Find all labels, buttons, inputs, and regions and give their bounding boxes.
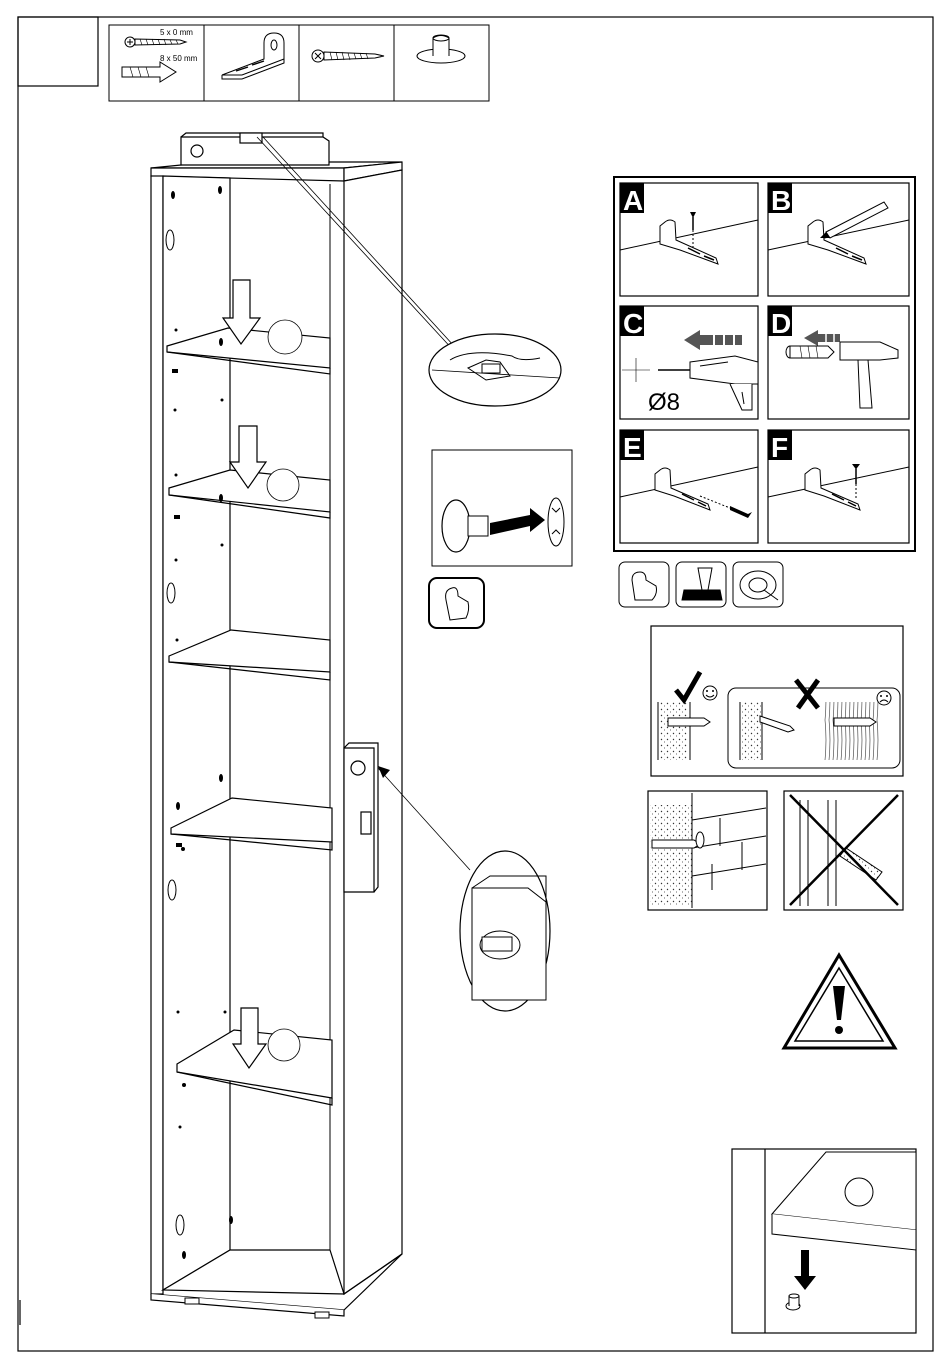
peg-marker-3 [268,1029,300,1061]
bracket-icon [222,33,284,79]
drill-size-label: Ø8 [648,389,680,416]
warning-triangle-icon [784,955,895,1048]
step-D: D [768,306,909,419]
cabinet-right-side [344,170,402,1294]
screw-icon [125,37,186,47]
happy-face-icon [703,686,717,700]
peg-icon [417,35,465,63]
step-A: A [620,183,758,296]
level-detail-magnifier [429,334,561,406]
step-C: C Ø8 [620,306,758,419]
tool-icons [619,562,783,607]
step-letter: B [771,185,791,216]
step-letter: A [623,185,643,216]
spirit-level-icon [181,133,329,165]
wall-type-check [651,626,903,776]
peg-marker-1 [268,320,302,354]
step-letter: D [771,308,791,339]
step-F: F [768,430,909,543]
step-E: E [620,430,758,543]
step-letter: F [771,432,788,463]
dowel-icon [786,346,834,358]
peg-insert-detail [432,450,572,566]
hammer-icon [676,562,726,607]
tape-icon [733,562,783,607]
dowel-size-label: 8 x 50 mm [160,54,198,63]
side-level-magnifier [460,851,550,1011]
glove-icon [619,562,669,607]
screw-size-label: 5 x 0 mm [160,28,193,37]
bottom-peg-detail [732,1149,916,1333]
step-letter: C [623,308,643,339]
step-number-box [18,17,98,86]
wood-screw-icon [312,50,384,62]
parts-strip: 5 x 0 mm 8 x 50 mm [109,25,489,101]
cabinet-left-side [151,176,163,1294]
wall-material-wrong [784,791,903,910]
peg-marker-2 [267,469,299,501]
step-B: B [768,183,909,296]
dowel-icon [122,62,176,82]
wall-material-correct [648,791,767,910]
step-letter: E [623,432,642,463]
spirit-level-side [344,743,378,892]
glove-icon [429,578,484,628]
